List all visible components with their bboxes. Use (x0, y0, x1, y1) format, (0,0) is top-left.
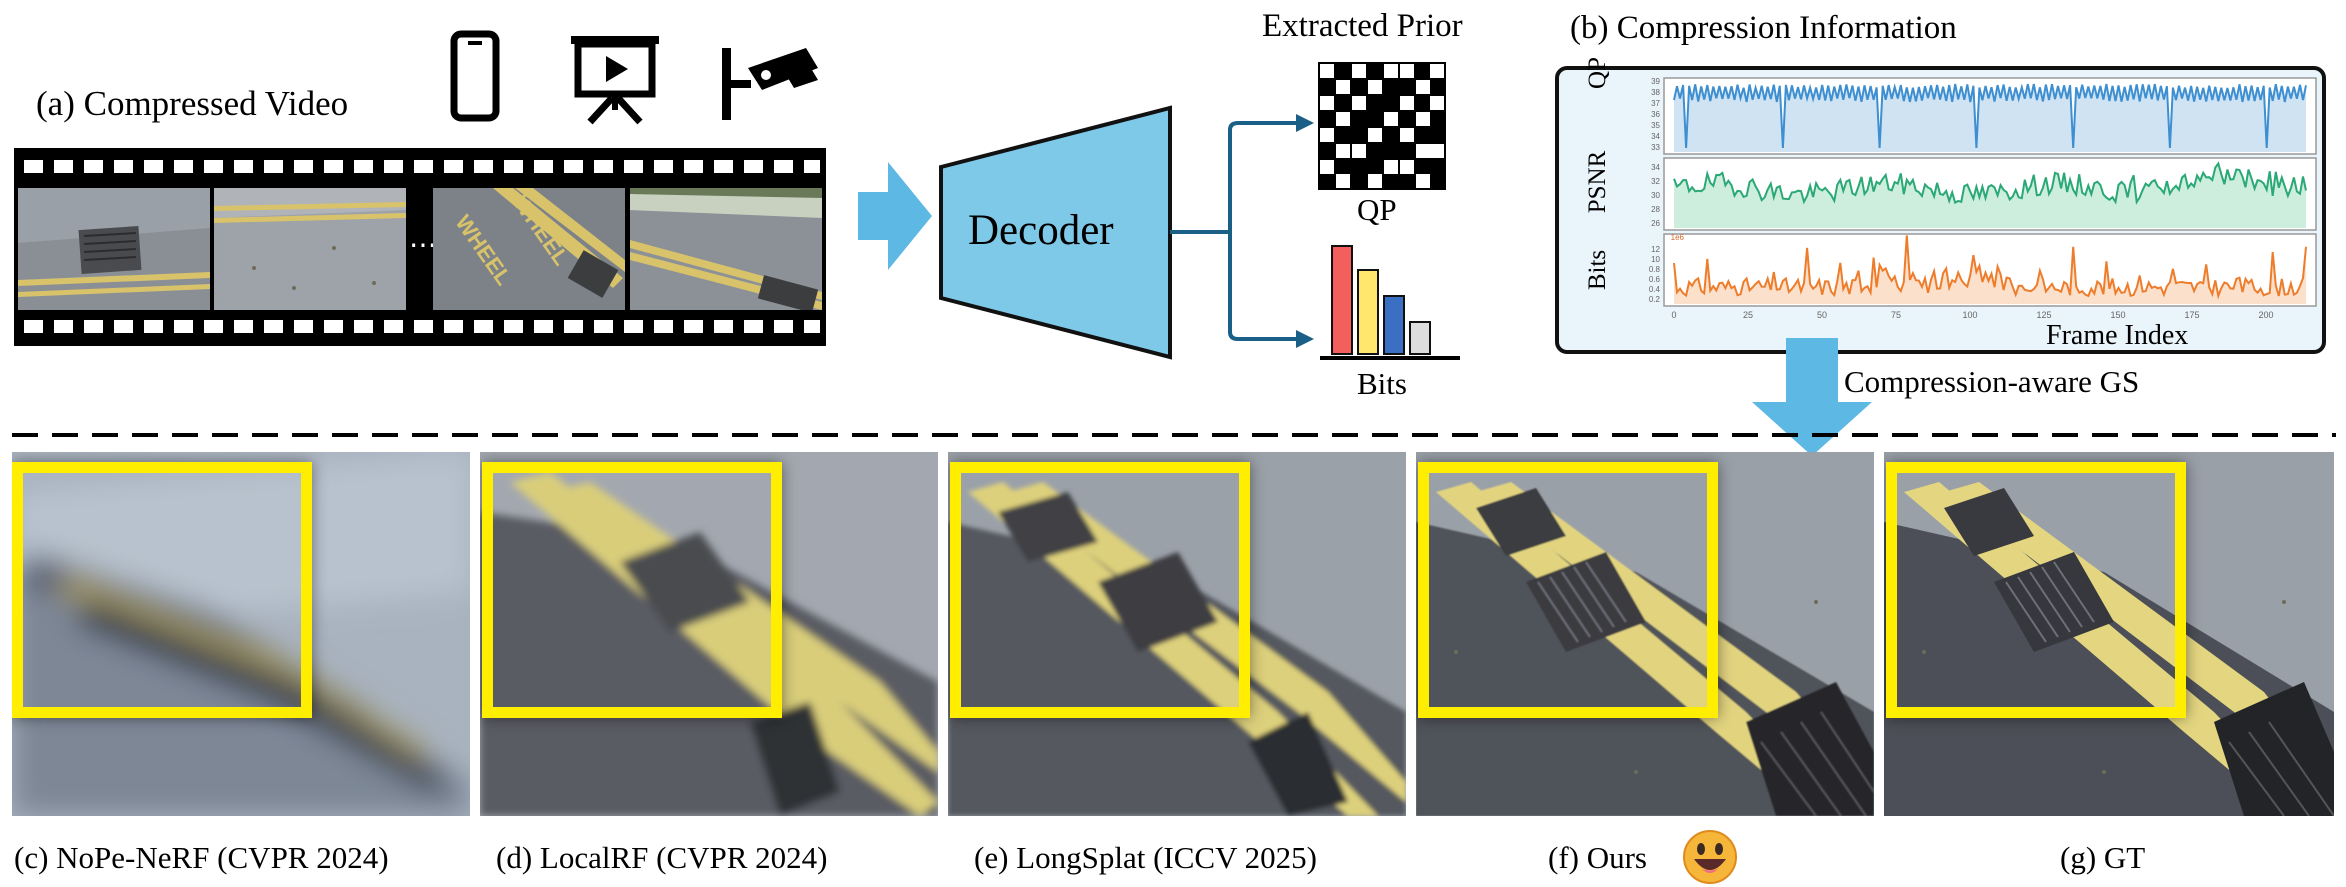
qp-line (1673, 83, 2307, 149)
bits-bar-4 (1409, 321, 1431, 355)
psnr-tick: 30 (1651, 191, 1660, 200)
caption-gt: (g) GT (2060, 840, 2146, 875)
bits-tick: 0.4 (1649, 285, 1661, 294)
smartphone-icon (450, 30, 500, 122)
x-tick: 25 (1743, 310, 1753, 320)
decoder-fork-arrows (1170, 114, 1314, 348)
x-tick: 150 (2110, 310, 2125, 320)
compression-charts: 39 38 37 36 35 34 33 34 32 30 28 26 1e6 … (1649, 77, 2317, 320)
x-tick: 125 (2036, 310, 2051, 320)
zoom-box-gt (1886, 462, 2186, 718)
caption-nope-nerf: (c) NoPe-NeRF (CVPR 2024) (14, 840, 389, 875)
bits-label: Bits (1357, 366, 1407, 401)
caption-ours: (f) Ours (1548, 840, 1647, 875)
compressed-video-label: (a) Compressed Video (36, 84, 349, 123)
bits-bar-1 (1331, 245, 1353, 355)
extracted-prior-title: Extracted Prior (1262, 8, 1463, 44)
qp-label: QP (1357, 192, 1397, 227)
result-localrf (480, 452, 938, 816)
psnr-area (1674, 163, 2306, 228)
qp-tick: 35 (1651, 121, 1660, 130)
bits-bar-2 (1357, 269, 1379, 355)
psnr-tick: 32 (1651, 177, 1660, 186)
decoder-block (939, 105, 1172, 360)
psnr-tick: 34 (1651, 163, 1660, 172)
psnr-line (1673, 161, 2307, 205)
video-frame-4 (630, 188, 822, 310)
zoom-box-localrf (482, 462, 782, 718)
bits-bar-3 (1383, 295, 1405, 355)
x-tick: 175 (2184, 310, 2199, 320)
caption-longsplat: (e) LongSplat (ICCV 2025) (974, 840, 1317, 875)
result-longsplat (948, 452, 1406, 816)
smiley-face-icon (1683, 830, 1737, 884)
bits-line (1673, 235, 2307, 300)
psnr-tick: 26 (1651, 219, 1660, 228)
x-tick: 200 (2258, 310, 2273, 320)
security-camera-icon (722, 48, 818, 120)
qp-tick: 36 (1651, 110, 1660, 119)
x-tick: 75 (1891, 310, 1901, 320)
result-nope-nerf (12, 452, 470, 816)
zoom-box-nope-nerf (12, 462, 312, 718)
bits-tick: 0.2 (1649, 295, 1661, 304)
qp-grid-icon (1318, 62, 1446, 190)
caption-localrf: (d) LocalRF (CVPR 2024) (496, 840, 828, 875)
qp-tick: 38 (1651, 88, 1660, 97)
qp-row-label: QP (1584, 57, 1611, 89)
result-ours (1416, 452, 1874, 816)
bits-bar-icon (1320, 245, 1460, 360)
bits-tick: 1e6 (1671, 233, 1685, 242)
decoder-label: Decoder (968, 207, 1114, 254)
compression-aware-gs-label: Compression-aware GS (1844, 364, 2140, 399)
qp-tick: 34 (1651, 132, 1660, 141)
bits-tick: 10 (1651, 255, 1660, 264)
compression-info-title: (b) Compression Information (1570, 10, 1957, 46)
x-tick: 100 (1962, 310, 1977, 320)
zoom-box-longsplat (950, 462, 1250, 718)
result-gt (1884, 452, 2334, 816)
qp-tick: 37 (1651, 99, 1660, 108)
arrow-to-decoder (858, 162, 932, 270)
video-frame-3: WHEEL WHEEL (433, 188, 625, 310)
presentation-icon (571, 36, 659, 125)
bits-tick: 12 (1651, 245, 1660, 254)
video-frame-1 (18, 188, 210, 310)
bits-row-label: Bits (1584, 249, 1611, 291)
qp-tick: 33 (1651, 143, 1660, 152)
frames-ellipsis: ⋯ (409, 230, 437, 261)
qp-tick: 39 (1651, 77, 1660, 86)
bits-tick: 0.8 (1649, 265, 1661, 274)
x-tick: 0 (1671, 310, 1676, 320)
arrow-down-to-results (1752, 338, 1872, 456)
psnr-row-label: PSNR (1584, 150, 1611, 214)
section-divider (12, 433, 2336, 437)
video-frame-2 (214, 188, 406, 310)
zoom-box-ours (1418, 462, 1718, 718)
bits-tick: 0.6 (1649, 275, 1661, 284)
psnr-tick: 28 (1651, 205, 1660, 214)
film-perforations (24, 160, 820, 333)
x-tick: 50 (1817, 310, 1827, 320)
frame-index-label: Frame Index (2046, 320, 2189, 351)
